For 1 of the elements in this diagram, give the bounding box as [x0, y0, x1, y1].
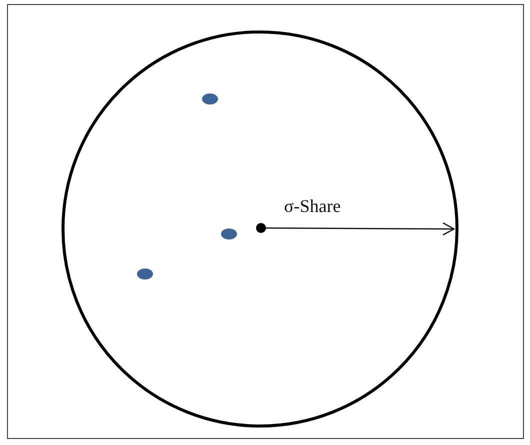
dimension-label: σ-Share: [284, 196, 341, 217]
